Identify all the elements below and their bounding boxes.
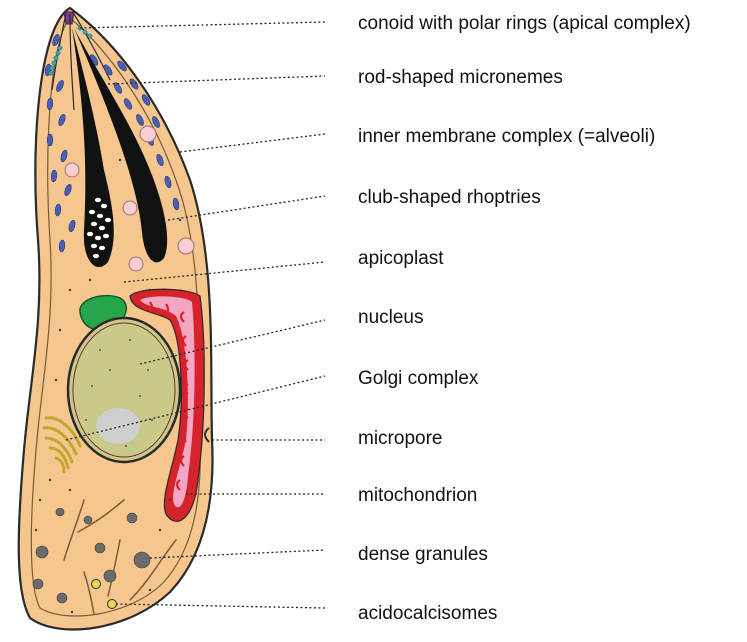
label-micronemes: rod-shaped micronemes bbox=[358, 67, 563, 88]
label-apicoplast: apicoplast bbox=[358, 248, 444, 269]
label-rhoptries: club-shaped rhoptries bbox=[358, 187, 541, 208]
label-acidocalcisomes: acidocalcisomes bbox=[358, 603, 497, 624]
label-micropore: micropore bbox=[358, 428, 442, 449]
label-mitochondrion: mitochondrion bbox=[358, 485, 477, 506]
label-nucleus: nucleus bbox=[358, 307, 424, 328]
labels: conoid with polar rings (apical complex)… bbox=[358, 13, 691, 624]
leader-micronemes bbox=[108, 76, 325, 84]
nucleus bbox=[68, 318, 180, 462]
label-imc: inner membrane complex (=alveoli) bbox=[358, 126, 655, 147]
leader-imc bbox=[180, 134, 325, 152]
nucleolus bbox=[96, 408, 140, 444]
label-conoid: conoid with polar rings (apical complex) bbox=[358, 13, 691, 34]
leader-conoid bbox=[80, 22, 325, 28]
label-dense-granules: dense granules bbox=[358, 544, 488, 565]
label-golgi: Golgi complex bbox=[358, 368, 479, 389]
